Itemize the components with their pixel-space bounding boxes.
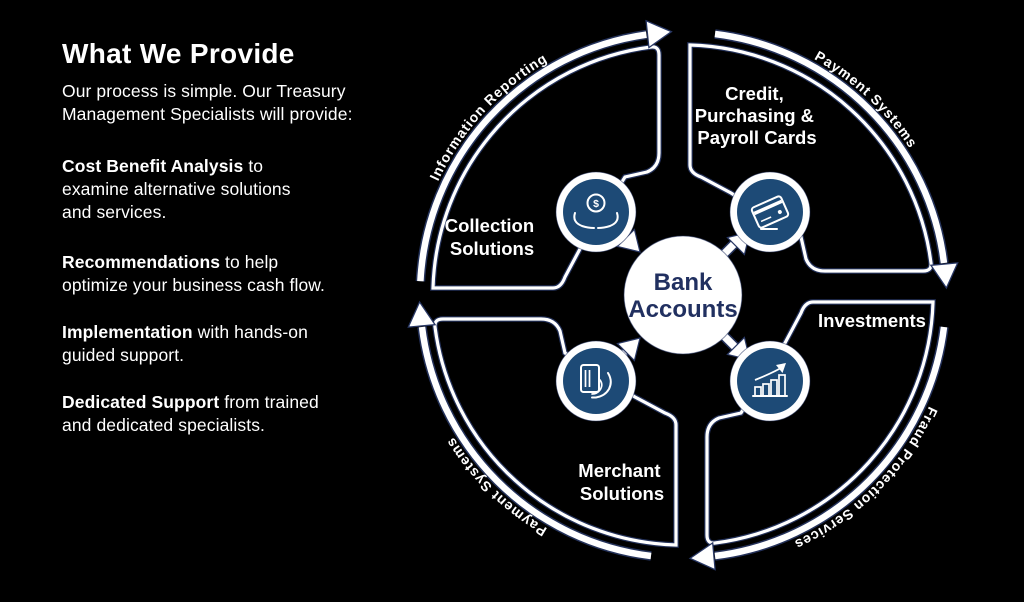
svg-text:Payment Systems: Payment Systems <box>442 435 549 540</box>
service-item-dedicated-support: Dedicated Support from trained and dedic… <box>62 391 319 437</box>
arc-bottom-left <box>418 326 652 560</box>
item-lead: Recommendations <box>62 252 221 272</box>
arrowhead-right <box>929 262 959 290</box>
item-lead: Cost Benefit Analysis <box>62 156 244 176</box>
item-lead: Dedicated Support <box>62 392 220 412</box>
label-investments: Investments <box>818 310 926 331</box>
intro-line: Management Specialists will provide: <box>62 104 353 124</box>
service-item-recommendations: Recommendations to help optimize your bu… <box>62 251 325 297</box>
arc-top-left <box>417 31 647 282</box>
intro-line: Our process is simple. Our Treasury <box>62 81 346 101</box>
growth-chart-icon <box>729 340 811 422</box>
ring-label-payment-systems-top: Payment Systems <box>812 48 920 151</box>
center-label-line1: Bank <box>654 269 713 296</box>
card-payment-icon <box>555 340 637 422</box>
item-line: optimize your business cash flow. <box>62 275 326 295</box>
intro-paragraph: Our process is simple. Our Treasury Mana… <box>62 80 353 126</box>
item-line: guided support. <box>62 345 185 365</box>
quadrant-labels: Collection Solutions Credit, Purchasing … <box>445 83 926 504</box>
arrowhead-bottom <box>688 541 716 571</box>
hands-holding-coin-icon: $ <box>555 171 637 253</box>
credit-card-icon <box>729 171 811 253</box>
dollar-sign-glyph: $ <box>593 198 599 210</box>
item-lead-rest: from trained <box>219 392 319 412</box>
center-label-line2: Accounts <box>628 296 737 323</box>
label-merchant-solutions: Merchant Solutions <box>578 460 665 504</box>
arrowhead-top <box>645 19 673 49</box>
arrowhead-left <box>407 300 437 328</box>
arc-bottom-right <box>714 326 948 560</box>
label-collection-solutions: Collection Solutions <box>445 215 540 259</box>
service-item-implementation: Implementation with hands-on guided supp… <box>62 321 308 367</box>
item-line: and services. <box>62 202 167 222</box>
item-lead-rest: to help <box>220 252 279 272</box>
arc-top-right <box>714 30 948 264</box>
item-line: and dedicated specialists. <box>62 415 266 435</box>
svg-text:Payment Systems: Payment Systems <box>812 48 921 151</box>
item-lead: Implementation <box>62 322 193 342</box>
bank-accounts-hub: Bank Accounts <box>623 235 743 355</box>
page-title: What We Provide <box>62 38 295 69</box>
service-item-cost-benefit-analysis: Cost Benefit Analysis to examine alterna… <box>62 155 291 224</box>
ring-label-payment-systems-bottom: Payment Systems <box>442 435 548 540</box>
outer-ring-arrows <box>407 19 959 571</box>
flow-arrowhead-inward-bottom <box>616 337 641 362</box>
item-lead-rest: to <box>243 156 264 176</box>
item-lead-rest: with hands-on <box>192 322 308 342</box>
label-credit-purchasing-payroll-cards: Credit, Purchasing & Payroll Cards <box>695 83 819 148</box>
item-line: examine alternative solutions <box>62 179 291 199</box>
